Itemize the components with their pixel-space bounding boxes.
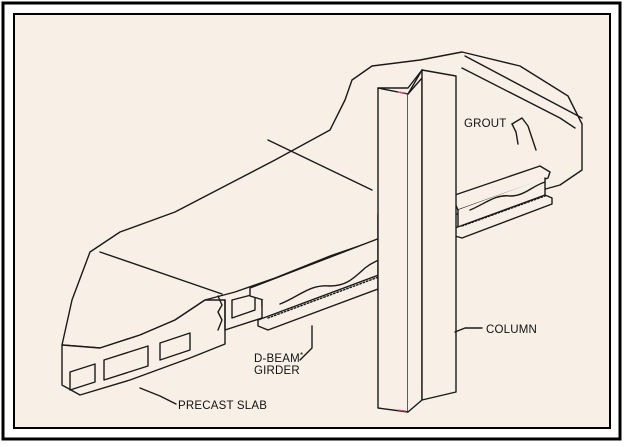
column-edge-bottom (397, 409, 407, 412)
leader-grout-2 (511, 123, 519, 145)
dbeam-text: D-BEAM (254, 353, 300, 365)
slab-break (217, 295, 223, 331)
column-cap (407, 69, 423, 95)
column-rear-flange (421, 69, 457, 401)
slab-core-1 (69, 363, 96, 391)
column-rear-flange-top (377, 69, 423, 89)
column-web (407, 77, 423, 413)
slab-joint-left (99, 251, 223, 295)
slab-core-3 (159, 332, 191, 361)
girder-rear-wave (469, 181, 546, 211)
grout-joint-lower (461, 67, 576, 129)
leader-grout (511, 117, 537, 151)
slab-core-4 (231, 293, 256, 319)
slab-core-2 (103, 345, 149, 381)
label-dbeam-line2: GIRDER (254, 365, 300, 377)
leader-column (454, 327, 483, 333)
column-edge-highlights (397, 91, 407, 412)
column-front-flange (377, 87, 409, 413)
girder-weld-line (267, 271, 393, 319)
leader-dbeam (299, 325, 313, 361)
grout-joint-upper (464, 55, 583, 119)
label-column: COLUMN (486, 324, 537, 336)
girder-rear-weld (461, 195, 546, 227)
label-grout: GROUT (464, 118, 507, 130)
girder-rear-top (451, 165, 551, 211)
column-edge-top (397, 91, 407, 94)
slab-joint-right (267, 139, 373, 191)
label-precast-slab: PRECAST SLAB (178, 400, 267, 412)
leader-slab (139, 387, 177, 405)
dbeam-mark: * (300, 351, 303, 360)
label-dbeam-line1: D-BEAM* (254, 351, 303, 365)
slab-front-edge-mid (224, 299, 263, 331)
